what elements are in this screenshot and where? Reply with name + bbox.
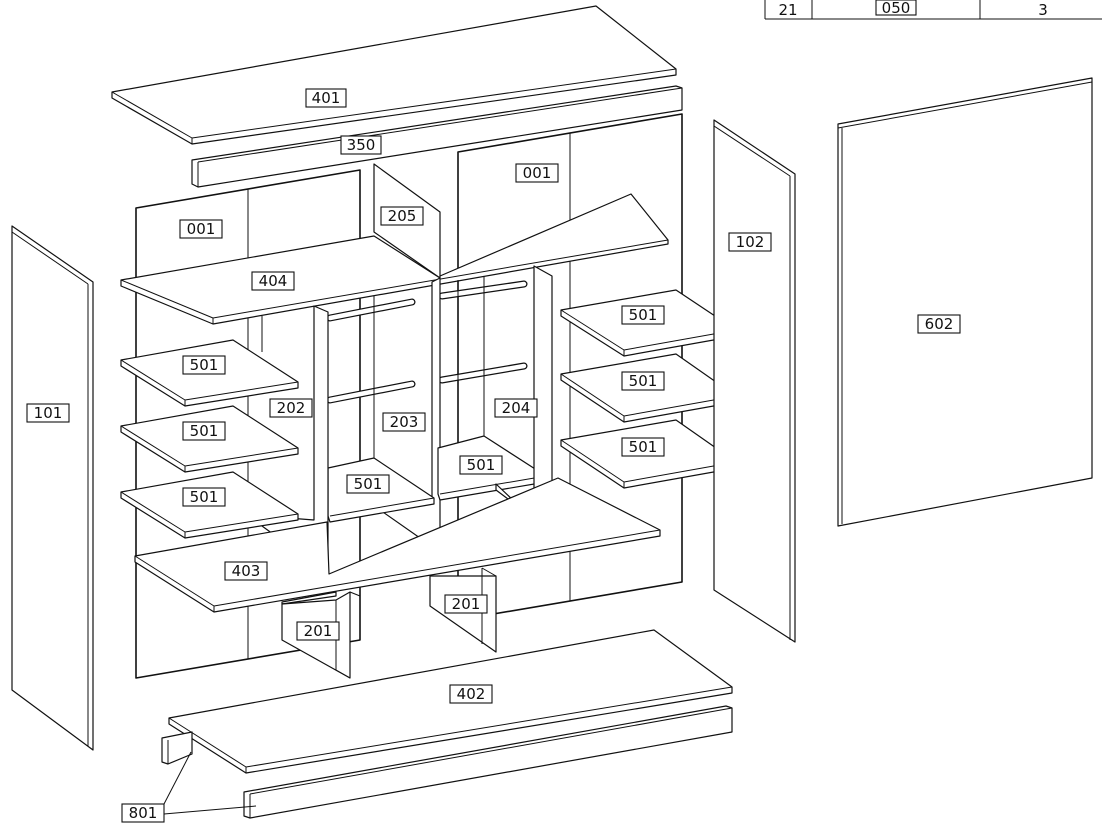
svg-text:001: 001 xyxy=(187,220,216,238)
hanging-rods xyxy=(326,280,528,404)
svg-text:102: 102 xyxy=(736,233,765,251)
part-801-plinth-rail-front xyxy=(243,705,733,819)
svg-text:204: 204 xyxy=(502,399,531,417)
svg-text:602: 602 xyxy=(925,315,954,333)
svg-text:402: 402 xyxy=(457,685,486,703)
label-501-right-1: 501 xyxy=(621,305,665,325)
part-101-left-side xyxy=(11,225,94,751)
label-350: 350 xyxy=(340,135,382,155)
parts-table-code: 050 xyxy=(882,0,911,17)
part-labels: 401 350 001 001 205 404 102 602 101 501 … xyxy=(26,88,961,823)
label-205: 205 xyxy=(380,206,424,226)
part-801-plinth-rail-rear xyxy=(161,731,193,765)
label-001-right: 001 xyxy=(515,163,559,183)
parts-table: 21 050 3 xyxy=(764,0,1102,20)
part-401-top-board xyxy=(111,5,677,145)
label-001-left: 001 xyxy=(179,219,223,239)
svg-text:501: 501 xyxy=(190,356,219,374)
svg-text:403: 403 xyxy=(232,562,261,580)
label-501-left-2: 501 xyxy=(182,421,226,441)
label-501-right-2: 501 xyxy=(621,371,665,391)
label-102: 102 xyxy=(728,232,772,252)
label-203: 203 xyxy=(382,412,426,432)
svg-text:201: 201 xyxy=(304,622,333,640)
svg-text:001: 001 xyxy=(523,164,552,182)
svg-text:401: 401 xyxy=(312,89,341,107)
svg-text:801: 801 xyxy=(129,804,158,822)
svg-text:501: 501 xyxy=(190,488,219,506)
label-501-inner-left: 501 xyxy=(346,474,390,494)
label-404: 404 xyxy=(251,271,295,291)
svg-text:501: 501 xyxy=(629,372,658,390)
label-201-right: 201 xyxy=(444,594,488,614)
label-501-left-1: 501 xyxy=(182,355,226,375)
svg-text:201: 201 xyxy=(452,595,481,613)
label-501-right-3: 501 xyxy=(621,437,665,457)
svg-text:205: 205 xyxy=(388,207,417,225)
label-204: 204 xyxy=(494,398,538,418)
label-501-left-3: 501 xyxy=(182,487,226,507)
label-801: 801 xyxy=(121,803,165,823)
label-201-left: 201 xyxy=(296,621,340,641)
svg-text:101: 101 xyxy=(34,404,63,422)
svg-text:501: 501 xyxy=(467,456,496,474)
svg-text:202: 202 xyxy=(277,399,306,417)
svg-text:501: 501 xyxy=(190,422,219,440)
part-801-leader-lines xyxy=(163,751,257,815)
parts-table-no: 21 xyxy=(778,1,797,19)
part-102-right-side xyxy=(713,119,796,643)
part-602-door-panel xyxy=(837,77,1093,527)
label-202: 202 xyxy=(269,398,313,418)
label-501-inner-right: 501 xyxy=(459,455,503,475)
label-403: 403 xyxy=(224,561,268,581)
svg-text:203: 203 xyxy=(390,413,419,431)
label-602: 602 xyxy=(917,314,961,334)
part-350-top-rail xyxy=(191,85,683,188)
svg-text:501: 501 xyxy=(629,306,658,324)
label-401: 401 xyxy=(305,88,347,108)
inner-back-lines xyxy=(261,276,485,466)
svg-text:404: 404 xyxy=(259,272,288,290)
svg-text:501: 501 xyxy=(629,438,658,456)
parts-table-qty: 3 xyxy=(1038,1,1048,19)
svg-text:350: 350 xyxy=(347,136,376,154)
label-402: 402 xyxy=(449,684,493,704)
label-101: 101 xyxy=(26,403,70,423)
parts-table-code-box xyxy=(875,0,917,16)
svg-text:501: 501 xyxy=(354,475,383,493)
